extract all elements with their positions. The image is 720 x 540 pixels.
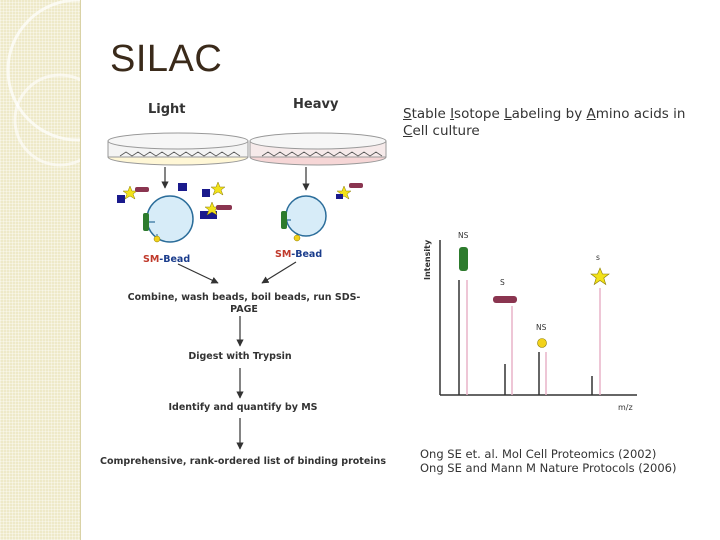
slide-title: SILAC: [110, 38, 223, 80]
spectrum-ylabel: Intensity: [423, 239, 432, 280]
silac-description: Stable Isotope Labeling by Amino acids i…: [403, 106, 703, 140]
step-identify: Identify and quantify by MS: [168, 402, 317, 413]
arrow-converge-right: [261, 261, 297, 284]
step-result: Comprehensive, rank-ordered list of bind…: [100, 456, 386, 467]
peak-label-ns-top: NS: [458, 231, 469, 240]
step-combine-line2: PAGE: [230, 304, 258, 315]
ns-top-marker: [459, 247, 468, 271]
step-digest: Digest with Trypsin: [188, 351, 292, 362]
peak-label-ns-mid: NS: [536, 323, 547, 332]
s-mid-marker: [493, 296, 517, 303]
left-bead-assembly: [117, 181, 232, 243]
references: Ong SE et. al. Mol Cell Proteomics (2002…: [420, 447, 710, 475]
peak-label-s-mid: S: [500, 278, 505, 287]
light-culture-dish: [107, 132, 249, 166]
reference-1: Ong SE et. al. Mol Cell Proteomics (2002…: [420, 447, 657, 461]
desc-part-2: Isotope: [450, 106, 505, 122]
reference-2: Ong SE and Mann M Nature Protocols (2006…: [420, 461, 677, 475]
desc-part-1: Stable: [403, 106, 451, 122]
side-panel: [0, 0, 81, 540]
s-right-marker: [590, 267, 610, 286]
decorative-circles: [6, 0, 80, 167]
peak-label-s-right: s: [596, 253, 600, 262]
heavy-label: Heavy: [293, 97, 339, 112]
desc-part-3: Labeling by: [504, 106, 587, 122]
heavy-culture-dish: [249, 132, 387, 166]
desc-part-4: Amino acids in: [586, 106, 686, 122]
right-bead-assembly: [281, 183, 363, 242]
ns-mid-marker: [537, 338, 547, 348]
light-label: Light: [148, 102, 186, 117]
left-bead-label: SM-Bead: [143, 254, 190, 265]
arrow-converge-left: [177, 263, 219, 284]
desc-part-5: Cell culture: [403, 123, 480, 139]
spectrum-xlabel: m/z: [618, 403, 633, 412]
ms-spectrum: Intensity m/z NS S NS s: [423, 231, 637, 412]
right-bead-label: SM-Bead: [275, 249, 322, 260]
step-combine-line1: Combine, wash beads, boil beads, run SDS…: [128, 292, 361, 303]
